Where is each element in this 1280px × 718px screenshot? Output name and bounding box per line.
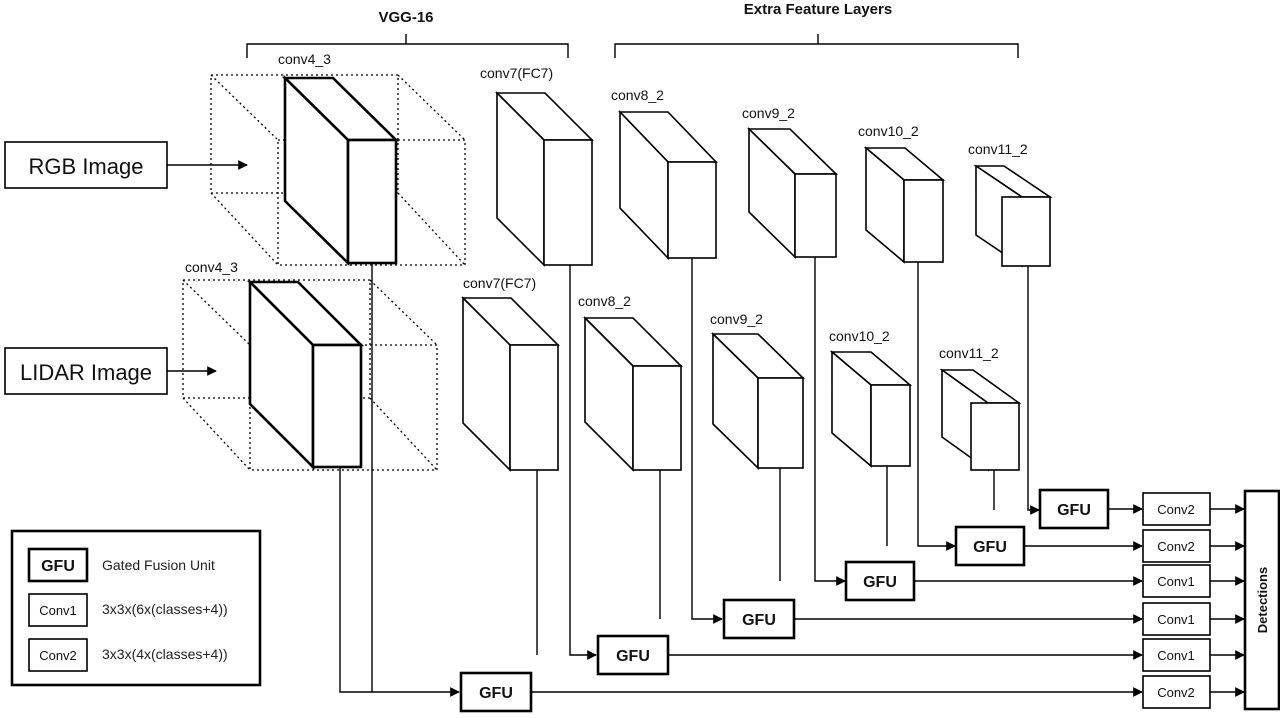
extra-layers-bracket-label: Extra Feature Layers bbox=[744, 1, 892, 18]
detection-arrows bbox=[1210, 504, 1245, 697]
output-conv-4-label: Conv1 bbox=[1157, 612, 1195, 627]
rgb-conv11_2-label: conv11_2 bbox=[968, 141, 1028, 157]
lidar-conv4_3-block bbox=[246, 278, 365, 471]
gfu-unit-5-label: GFU bbox=[616, 648, 650, 665]
detections-box: Detections bbox=[1243, 489, 1280, 711]
legend-conv2-key: Conv2 bbox=[39, 648, 77, 663]
legend: GFU Gated Fusion Unit Conv1 3x3x(6x(clas… bbox=[10, 529, 262, 687]
rgb-conv8_2-block bbox=[618, 110, 718, 260]
gfu-unit-6-label: GFU bbox=[479, 685, 513, 702]
rgb-conv9_2-label: conv9_2 bbox=[742, 105, 795, 121]
output-conv-5: Conv1 bbox=[1142, 638, 1211, 672]
rgb-conv4_3-label: conv4_3 bbox=[278, 51, 331, 67]
gfu-unit-3: GFU bbox=[844, 560, 916, 602]
gfu-output-arrows bbox=[531, 504, 1143, 697]
output-conv-4: Conv1 bbox=[1142, 602, 1211, 636]
lidar-conv8_2-block bbox=[583, 316, 683, 472]
legend-conv1-key: Conv1 bbox=[39, 603, 77, 618]
rgb-conv8_2-label: conv8_2 bbox=[611, 87, 664, 103]
gfu-unit-5: GFU bbox=[596, 634, 670, 676]
legend-gfu-key: GFU bbox=[41, 558, 75, 575]
lidar-conv10_2-label: conv10_2 bbox=[829, 328, 890, 344]
lidar-conv7-label: conv7(FC7) bbox=[463, 275, 536, 291]
output-conv-3-label: Conv1 bbox=[1157, 574, 1195, 589]
rgb-conv7-label: conv7(FC7) bbox=[480, 65, 553, 81]
gfu-unit-1: GFU bbox=[1038, 488, 1110, 530]
extra-layers-bracket: Extra Feature Layers bbox=[614, 1, 1019, 58]
lidar-image-input: LIDAR Image bbox=[4, 347, 168, 395]
detections-label: Detections bbox=[1255, 567, 1270, 633]
lidar-conv11_2-block bbox=[939, 368, 1022, 472]
output-conv-1: Conv2 bbox=[1142, 492, 1211, 526]
lidar-conv9_2-block bbox=[711, 332, 805, 470]
lidar-conv4_3-label: conv4_3 bbox=[185, 259, 238, 275]
gfu-unit-2: GFU bbox=[954, 525, 1026, 567]
rgb-image-label: RGB Image bbox=[29, 154, 144, 179]
legend-gfu-desc: Gated Fusion Unit bbox=[102, 557, 215, 573]
lidar-vgg-dotted-block bbox=[182, 279, 438, 471]
rgb-conv10_2-block bbox=[863, 146, 946, 264]
output-conv-3: Conv1 bbox=[1142, 564, 1211, 598]
legend-conv2-swatch bbox=[28, 638, 88, 672]
rgb-conv10_2-label: conv10_2 bbox=[858, 123, 919, 139]
rgb-conv7-block bbox=[495, 91, 594, 267]
output-conv-2-label: Conv2 bbox=[1157, 539, 1195, 554]
connection-lines bbox=[339, 257, 1040, 697]
gfu-unit-3-label: GFU bbox=[863, 574, 897, 591]
rgb-image-input: RGB Image bbox=[4, 141, 168, 189]
output-conv-6: Conv2 bbox=[1142, 675, 1211, 709]
legend-gfu-swatch bbox=[27, 547, 89, 583]
gfu-unit-2-label: GFU bbox=[973, 539, 1007, 556]
rgb-conv4_3-block bbox=[281, 74, 400, 267]
vgg-bracket: VGG-16 bbox=[246, 9, 569, 58]
lidar-conv8_2-label: conv8_2 bbox=[578, 293, 631, 309]
legend-conv2-desc: 3x3x(4x(classes+4)) bbox=[102, 646, 228, 662]
vgg-bracket-label: VGG-16 bbox=[378, 9, 433, 26]
output-conv-1-label: Conv2 bbox=[1157, 502, 1195, 517]
gfu-unit-4-label: GFU bbox=[742, 612, 776, 629]
output-conv-6-label: Conv2 bbox=[1157, 685, 1195, 700]
lidar-conv10_2-block bbox=[829, 350, 913, 468]
lidar-image-label: LIDAR Image bbox=[20, 360, 152, 385]
gfu-unit-1-label: GFU bbox=[1057, 502, 1091, 519]
output-conv-2: Conv2 bbox=[1142, 529, 1211, 563]
gfu-unit-4: GFU bbox=[722, 598, 796, 640]
gfu-unit-6: GFU bbox=[459, 671, 533, 713]
lidar-conv11_2-label: conv11_2 bbox=[939, 345, 999, 361]
legend-conv1-desc: 3x3x(6x(classes+4)) bbox=[102, 601, 228, 617]
legend-conv1-swatch bbox=[28, 593, 88, 627]
rgb-conv11_2-block bbox=[973, 164, 1053, 268]
lidar-conv9_2-label: conv9_2 bbox=[710, 311, 763, 327]
rgb-conv9_2-block bbox=[747, 127, 838, 259]
lidar-conv7-block bbox=[461, 296, 560, 472]
output-conv-5-label: Conv1 bbox=[1157, 648, 1195, 663]
